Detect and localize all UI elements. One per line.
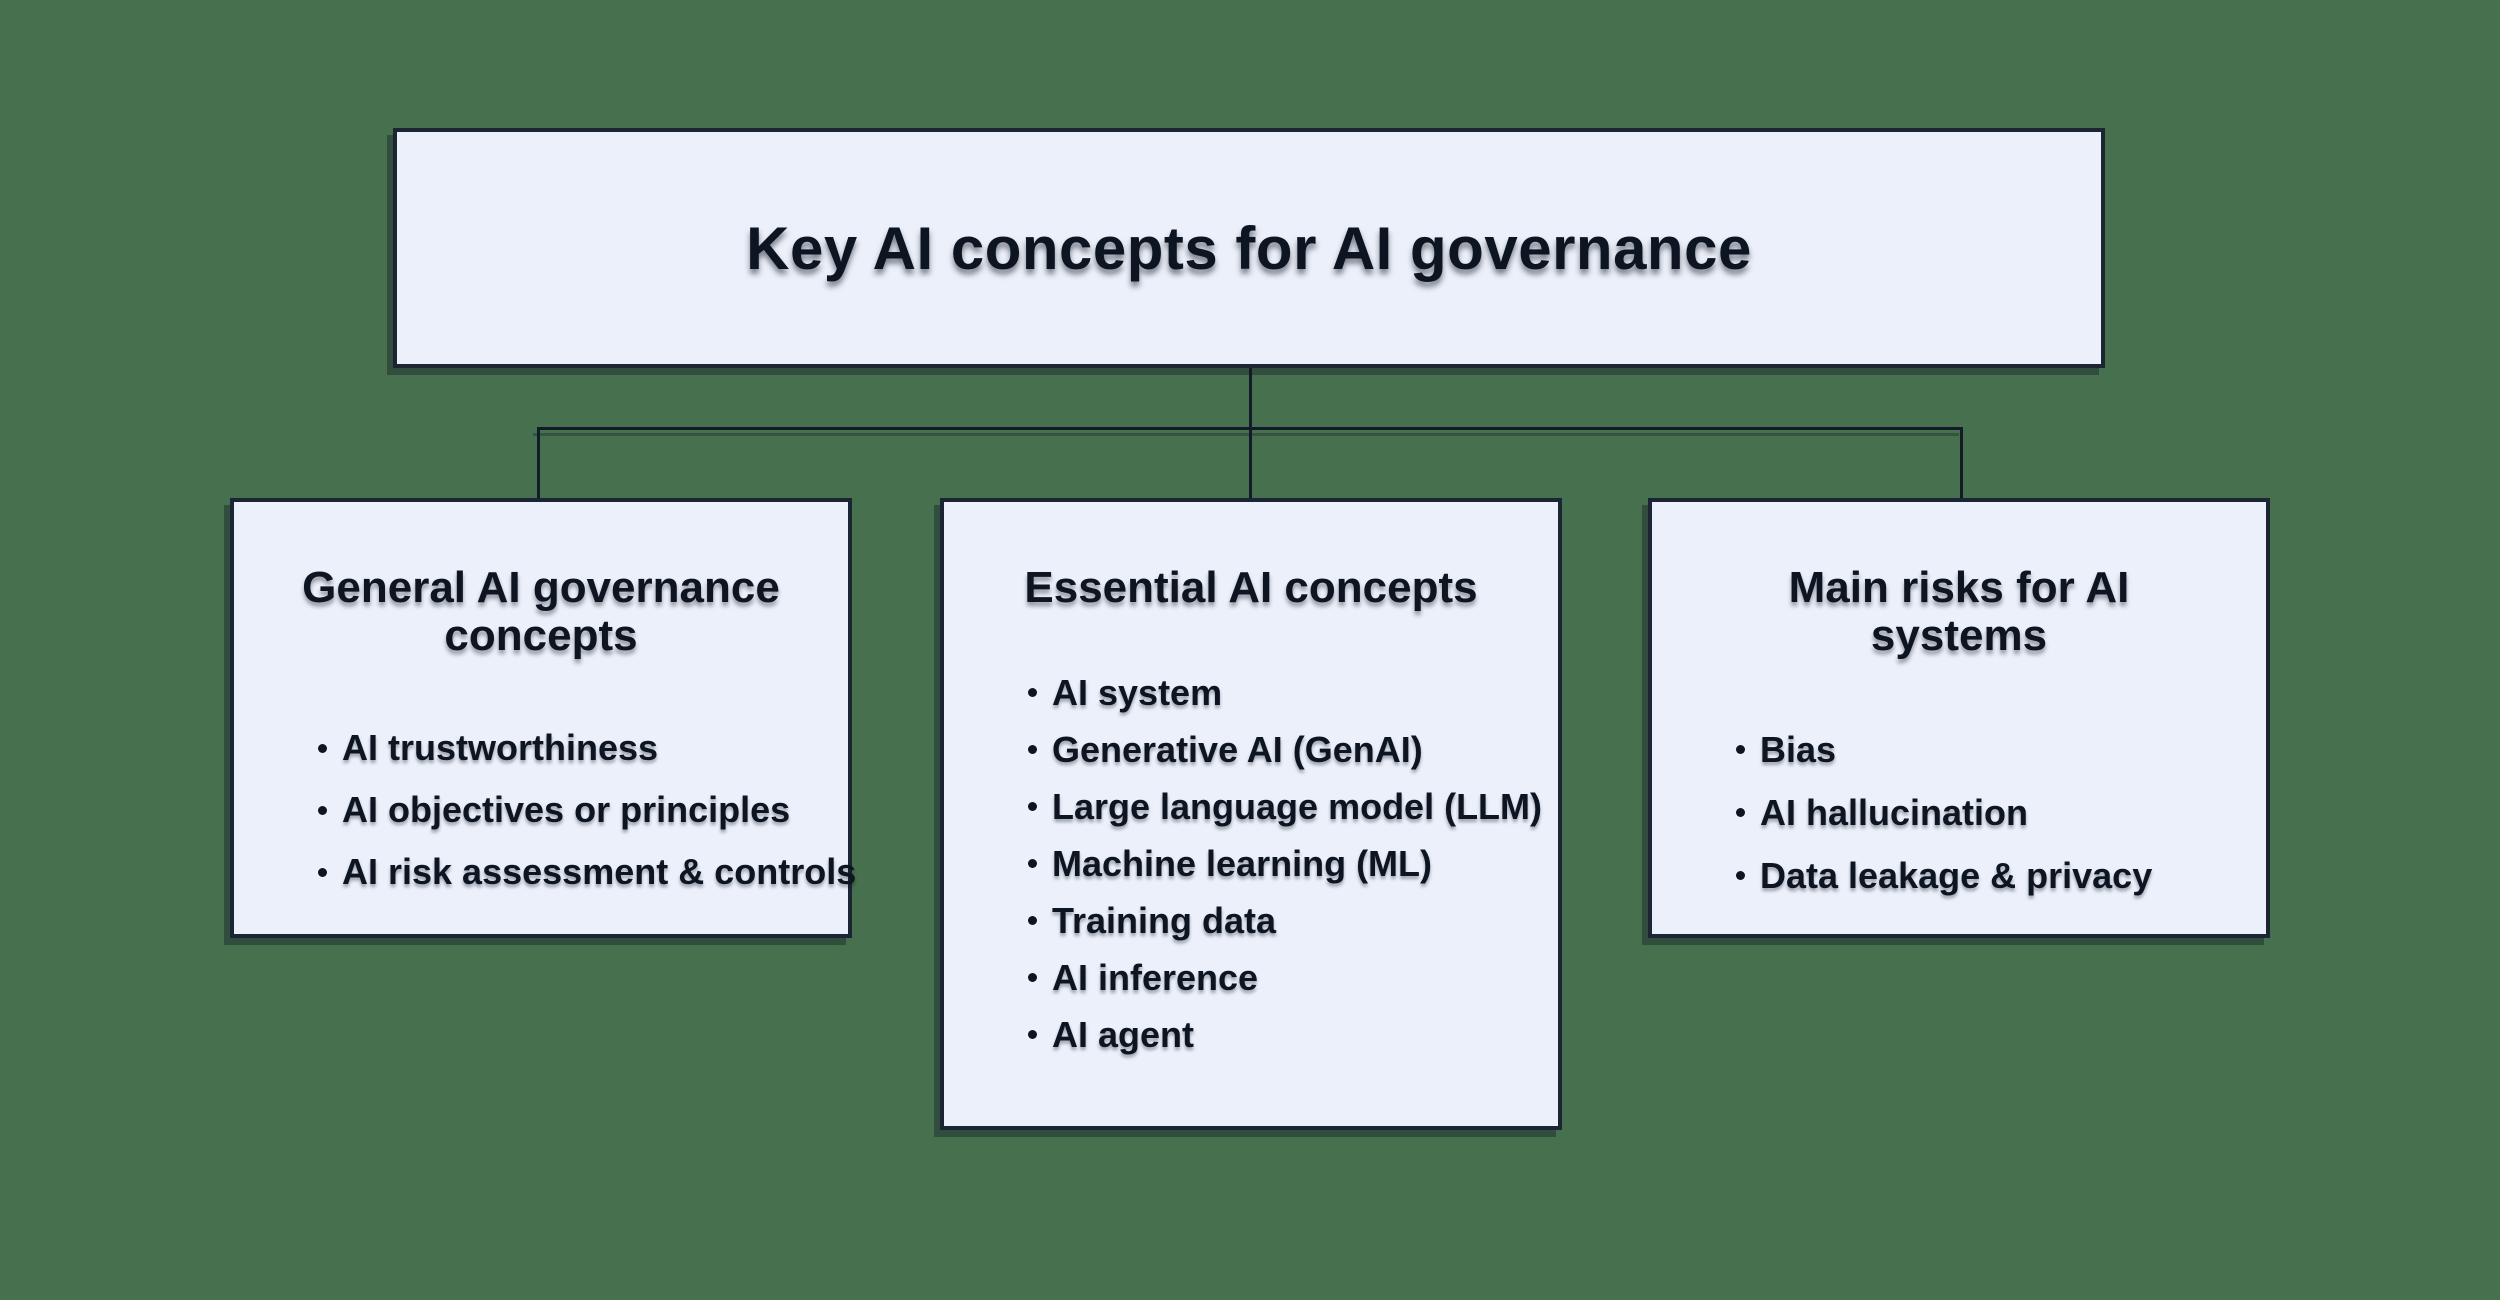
bullet-dot-icon: [1028, 916, 1037, 925]
bullet-item: Generative AI (GenAI): [1028, 721, 1552, 778]
bullet-list: Bias AI hallucination Data leakage & pri…: [1652, 718, 2260, 907]
bullet-item: Large language model (LLM): [1028, 778, 1552, 835]
connector-drop-essential: [1249, 427, 1252, 498]
box-essential-ai-concepts: Essential AI concepts AI system Generati…: [940, 498, 1562, 1130]
bullet-dot-icon: [1028, 802, 1037, 811]
bullet-list: AI trustworthiness AI objectives or prin…: [234, 717, 856, 903]
connector-drop-general: [537, 427, 540, 498]
bullet-label: Generative AI (GenAI): [1052, 728, 1423, 770]
bullet-item: AI inference: [1028, 949, 1552, 1006]
title-box: Key AI concepts for AI governance: [393, 128, 2105, 368]
bullet-label: AI objectives or principles: [342, 789, 791, 830]
bullet-label: AI system: [1052, 671, 1223, 713]
bullet-dot-icon: [318, 805, 327, 815]
bullet-item: AI trustworthiness: [318, 717, 842, 779]
bullet-dot-icon: [1028, 859, 1037, 868]
box-heading: General AI governance concepts: [302, 563, 780, 660]
bullet-item: AI hallucination: [1736, 781, 2260, 844]
bullet-item: AI objectives or principles: [318, 779, 842, 841]
bullet-label: AI hallucination: [1760, 791, 2029, 833]
bullet-label: Machine learning (ML): [1052, 842, 1433, 884]
bullet-label: AI trustworthiness: [342, 727, 659, 768]
bullet-item: Machine learning (ML): [1028, 835, 1552, 892]
bullet-dot-icon: [1028, 973, 1037, 982]
diagram-title: Key AI concepts for AI governance: [746, 214, 1752, 282]
bullet-label: AI inference: [1052, 956, 1259, 998]
bullet-dot-icon: [1028, 688, 1037, 697]
box-heading: Main risks for AI systems: [1788, 563, 2130, 660]
bullet-dot-icon: [1736, 745, 1745, 754]
bullet-label: AI risk assessment & controls: [342, 851, 857, 892]
bullet-item: AI risk assessment & controls: [318, 841, 856, 903]
bullet-item: Bias: [1736, 718, 2260, 781]
bullet-label: Data leakage & privacy: [1760, 854, 2153, 896]
bullet-dot-icon: [1736, 808, 1745, 817]
bullet-item: AI system: [1028, 664, 1552, 721]
bullet-label: Bias: [1760, 728, 1837, 770]
bullet-dot-icon: [1028, 745, 1037, 754]
bullet-label: Large language model (LLM): [1052, 785, 1543, 827]
bullet-dot-icon: [318, 867, 327, 877]
bullet-item: Data leakage & privacy: [1736, 844, 2260, 907]
box-general-ai-governance-concepts: General AI governance concepts AI trustw…: [230, 498, 856, 938]
bullet-item: AI agent: [1028, 1006, 1552, 1063]
box-main-risks-for-ai-systems: Main risks for AI systems Bias AI halluc…: [1648, 498, 2270, 938]
bullet-label: Training data: [1052, 899, 1277, 941]
bullet-dot-icon: [1736, 871, 1745, 880]
bullet-list: AI system Generative AI (GenAI) Large la…: [944, 664, 1552, 1063]
bullet-dot-icon: [318, 743, 327, 753]
connector-drop-risks: [1960, 427, 1963, 498]
bullet-label: AI agent: [1052, 1013, 1195, 1055]
bullet-dot-icon: [1028, 1030, 1037, 1039]
bullet-item: Training data: [1028, 892, 1552, 949]
box-heading: Essential AI concepts: [1024, 563, 1478, 612]
connector-trunk-line: [1249, 368, 1252, 430]
